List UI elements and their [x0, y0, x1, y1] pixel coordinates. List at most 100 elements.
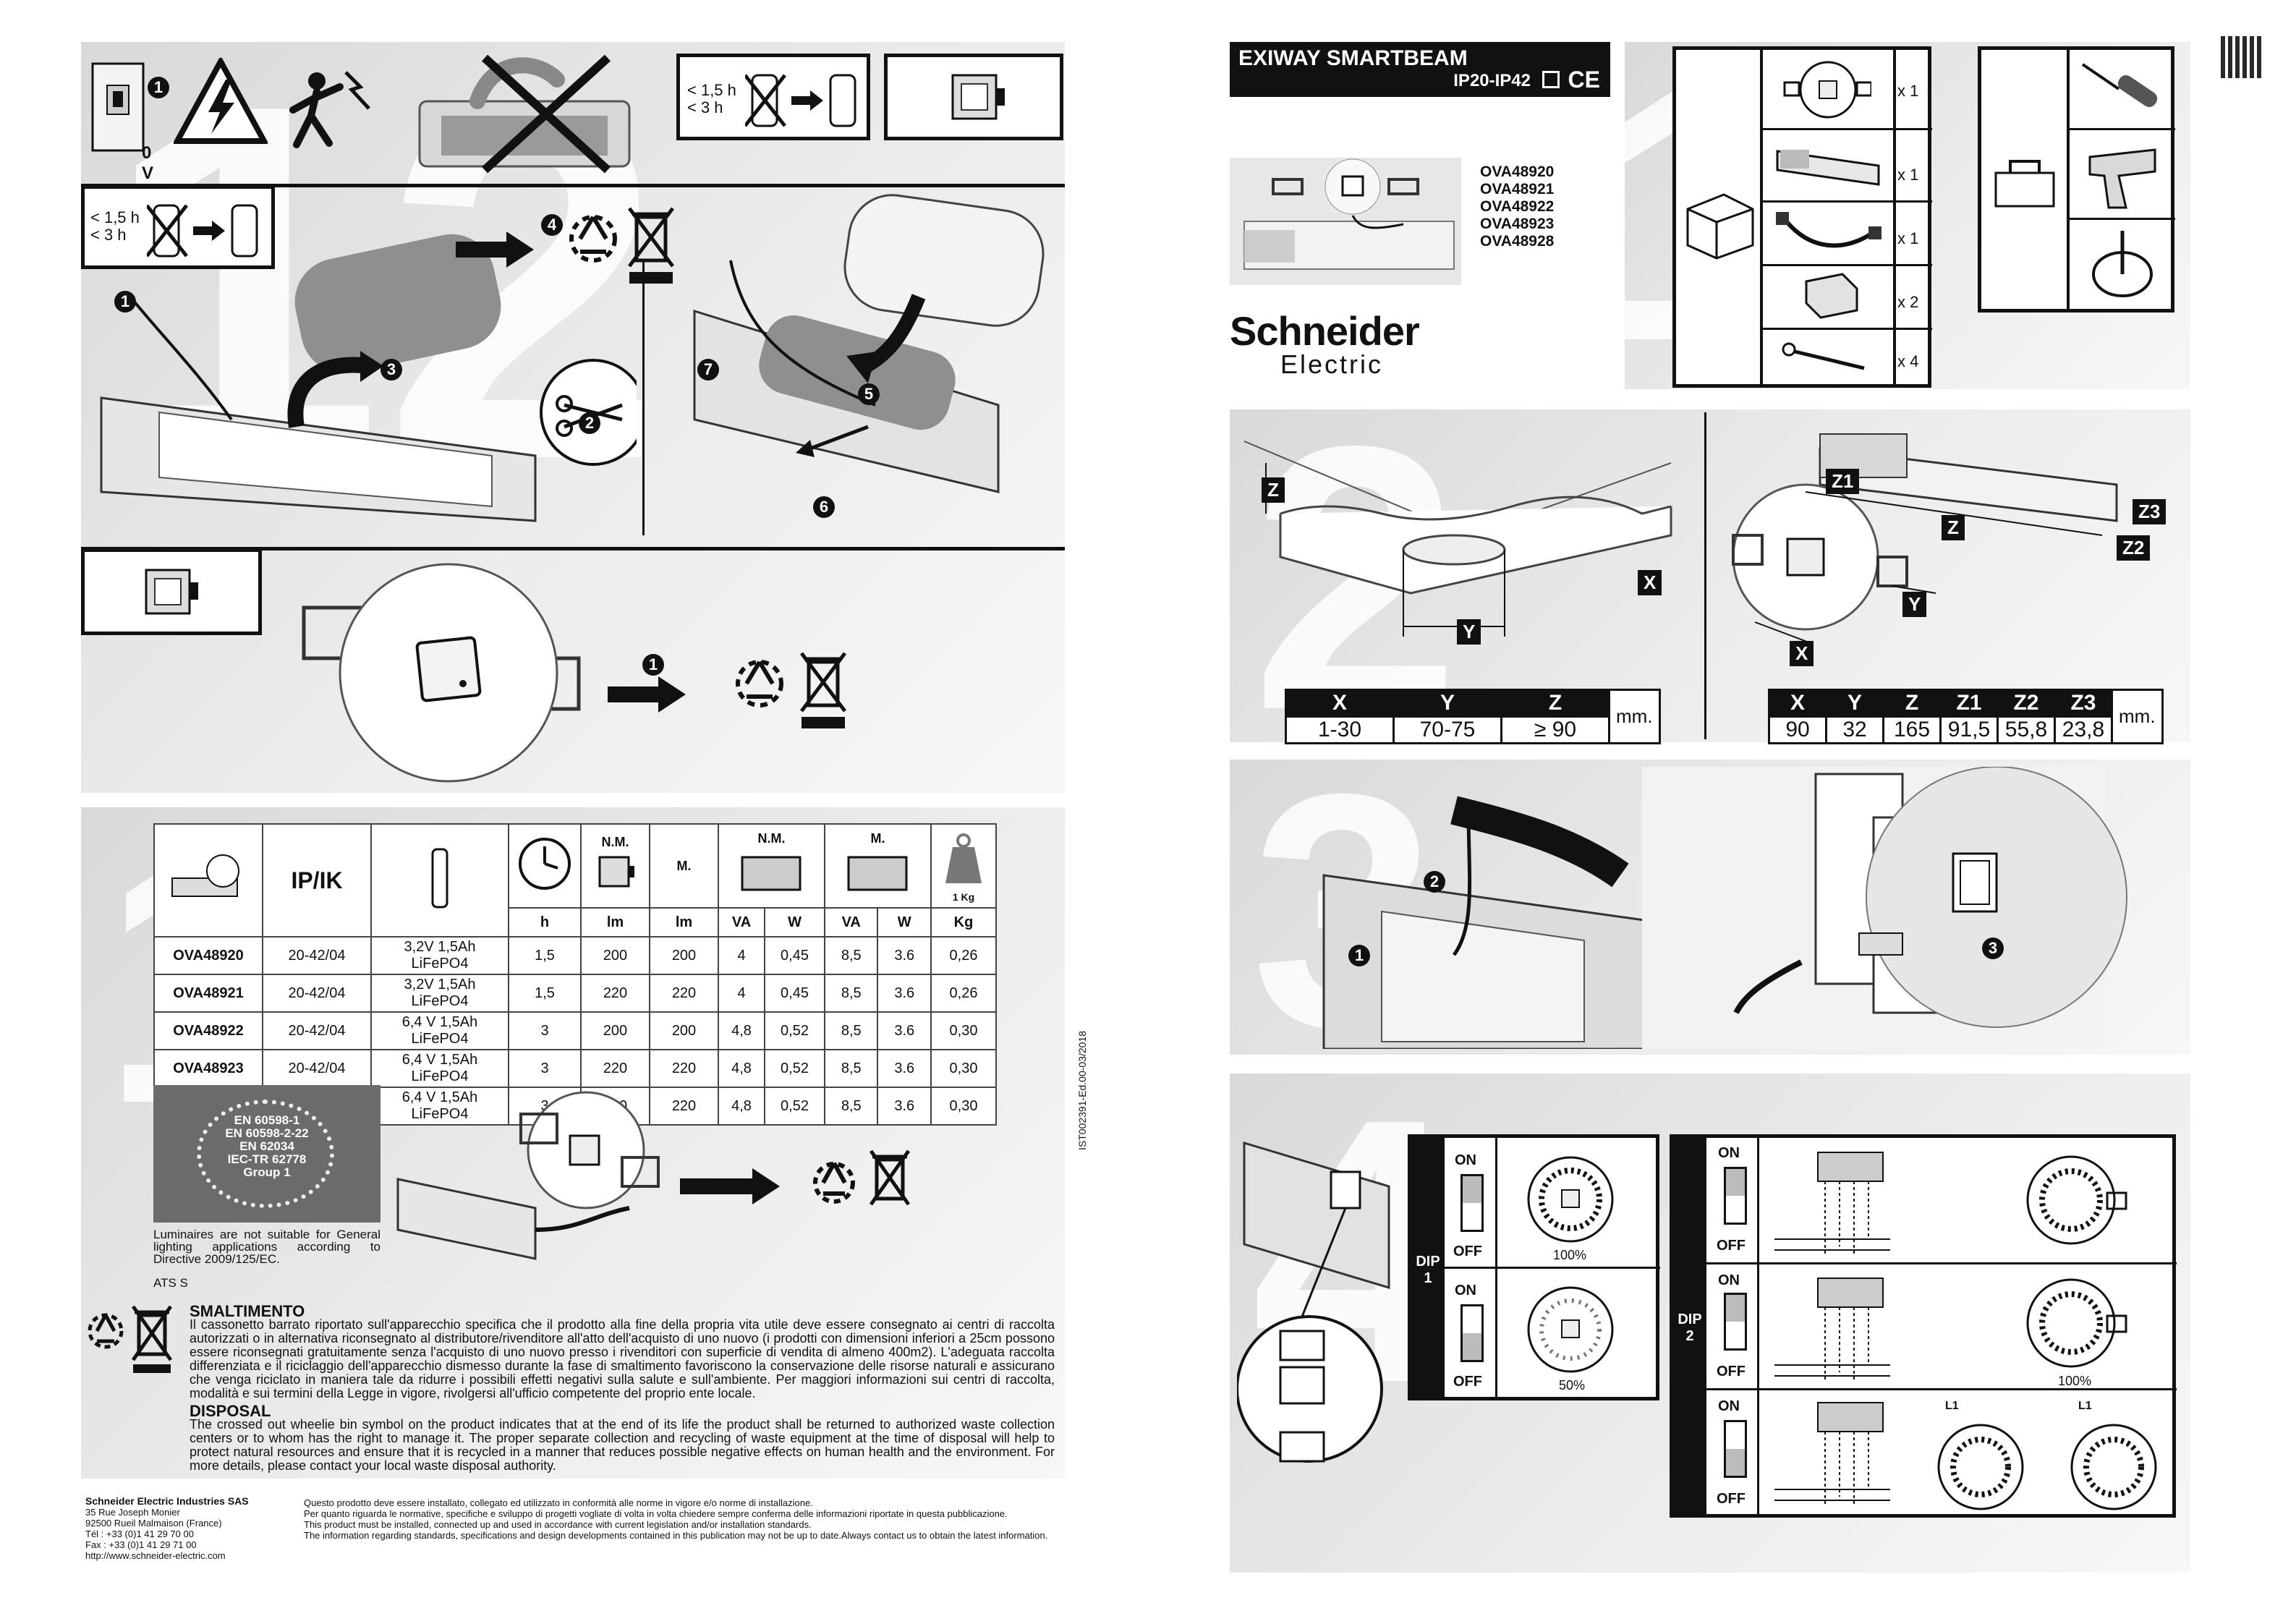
- recycle-icon-4: [88, 1313, 124, 1349]
- dip1-switch-1[interactable]: [1460, 1174, 1484, 1232]
- spec-cell: 220: [649, 974, 719, 1013]
- weight-icon: [945, 833, 982, 883]
- unit-h: h: [508, 907, 582, 938]
- product-photo-graphic: [1243, 158, 1455, 270]
- spec-cell: 0,30: [930, 1049, 997, 1088]
- spec-cell: 220: [649, 1087, 719, 1126]
- disposal-en-text: The crossed out wheelie bin symbol on th…: [190, 1417, 1055, 1473]
- l1-label-2: L1: [2078, 1400, 2092, 1412]
- weee-bin-icon-2: [800, 652, 846, 728]
- dim-header-z3: Z3: [2054, 689, 2113, 718]
- recycle-icon: [569, 215, 617, 263]
- dim-tag-y-2: Y: [1902, 592, 1927, 617]
- dip1-switch-2[interactable]: [1460, 1304, 1484, 1362]
- battery-icon: [431, 848, 448, 909]
- ceiling-cutout-diagram: [1243, 441, 1672, 637]
- spec-cell: 8,5: [823, 974, 879, 1013]
- dip2-switch-1[interactable]: [1724, 1167, 1747, 1225]
- spec-cell: 6,4 V 1,5Ah LiFePO4: [370, 1087, 509, 1126]
- document-code: IST002391-Ed.00-03/2018: [1076, 1030, 1088, 1150]
- light-100-icon-2: [2026, 1155, 2127, 1245]
- spec-cell: 3.6: [877, 1011, 932, 1050]
- do-not-open-icon: [418, 54, 631, 174]
- step-7-badge: 7: [697, 359, 719, 381]
- dim-value-z: 165: [1882, 715, 1942, 744]
- high-voltage-warning-icon: [174, 58, 268, 144]
- wiring-step-3: 3: [1982, 938, 2004, 959]
- va-nm-label: N.M.: [757, 830, 786, 846]
- dip1-sidebar: [1411, 1138, 1445, 1397]
- divider-2: [81, 547, 1065, 550]
- dim-header-z: Z: [1882, 689, 1942, 718]
- zero-volt-label: 0 V: [142, 143, 154, 183]
- kit-item-cable-icon: [1776, 212, 1882, 248]
- battery-time-1: < 1,5 h: [687, 81, 736, 99]
- ceil-h-x: X: [1285, 689, 1395, 718]
- dip2-on-2: ON: [1718, 1272, 1740, 1288]
- step-4-badge: 4: [541, 214, 563, 236]
- dip2-on-1: ON: [1718, 1145, 1740, 1161]
- step-5-badge: 5: [858, 383, 880, 405]
- kit-contents-box: x 1 x 1 x 1 x 2 x 4: [1672, 46, 1932, 388]
- address-line-2: 92500 Rueil Malmaison (France): [85, 1518, 222, 1529]
- spec-cell: 1,5: [508, 936, 582, 975]
- battery-time-2b: < 3 h: [90, 226, 127, 244]
- test-button-box-top: [884, 54, 1063, 140]
- model-cell: OVA48921: [153, 974, 263, 1013]
- spec-cell: 4: [717, 936, 766, 975]
- kit-qty-5: x 4: [1897, 352, 1919, 370]
- spec-cell: 0,30: [930, 1087, 997, 1126]
- dim-tag-z2: Z2: [2117, 535, 2151, 561]
- product-icon-cell: [153, 823, 263, 938]
- wiring-diagram-3: [1774, 1402, 1890, 1504]
- lm-m-label: M.: [676, 858, 692, 873]
- step-1-badge-b: 1: [642, 654, 664, 676]
- spec-cell: 4: [717, 974, 766, 1013]
- dim-value-x: 90: [1768, 715, 1827, 744]
- model-2: OVA48921: [1480, 181, 1555, 197]
- step-2-badge: 2: [579, 412, 600, 434]
- test-button-box-left: [81, 548, 262, 635]
- weight-header: 1 Kg: [930, 823, 997, 909]
- spec-cell: 0,45: [764, 974, 825, 1013]
- model-list: OVA48920 OVA48921 OVA48922 OVA48923 OVA4…: [1480, 163, 1554, 250]
- spec-cell: 3.6: [877, 1049, 932, 1088]
- ce-standards-box: EN 60598-1 EN 60598-2-22 EN 62034 IEC-TR…: [153, 1085, 380, 1223]
- kit-item-disc-icon: [1783, 61, 1871, 119]
- spec-cell: 20-42/04: [262, 974, 372, 1013]
- test-button-icon-2: [145, 569, 198, 615]
- kit-qty-1: x 1: [1897, 82, 1919, 100]
- spec-cell: 3.6: [877, 936, 932, 975]
- test-button-icon: [951, 74, 1005, 120]
- protection-rating: IP20-IP42: [1453, 71, 1531, 90]
- dip1-on-1: ON: [1455, 1152, 1476, 1168]
- dip2-off-3: OFF: [1717, 1491, 1746, 1507]
- dim-value-z3: 23,8: [2054, 715, 2113, 744]
- dim-value-y: 32: [1825, 715, 1884, 744]
- spec-cell: 8,5: [823, 936, 879, 975]
- breaker-icon: [91, 62, 145, 152]
- divider-1: [81, 184, 1065, 187]
- nm-terminal-header: N.M.: [718, 823, 825, 909]
- spec-table-header: IP/IK N.M. M. N.M. M. 1 Kg: [153, 823, 997, 938]
- spec-cell: 8,5: [823, 1087, 879, 1126]
- spec-cell: 8,5: [823, 1011, 879, 1050]
- l1-label-1: L1: [1945, 1400, 1959, 1412]
- spec-cell: 20-42/04: [262, 936, 372, 975]
- battery-time-1b: < 1,5 h: [90, 208, 140, 226]
- dip2-switch-2[interactable]: [1724, 1293, 1747, 1351]
- dip2-switch-3[interactable]: [1724, 1420, 1747, 1478]
- divider-vertical: [642, 260, 645, 535]
- spec-cell: 4,8: [717, 1049, 766, 1088]
- ceil-v-z: ≥ 90: [1500, 715, 1610, 744]
- arrow-right-icon: [456, 231, 534, 268]
- spec-cell: 6,4 V 1,5Ah LiFePO4: [370, 1011, 509, 1050]
- dim-header-y: Y: [1825, 689, 1884, 718]
- spec-cell: 0,52: [764, 1087, 825, 1126]
- website-link[interactable]: http://www.schneider-electric.com: [85, 1550, 226, 1561]
- dim-tag-x: X: [1638, 570, 1662, 595]
- spec-table-units: h lm lm VA W VA W Kg: [154, 907, 997, 938]
- kit-item-driver-icon: [1776, 150, 1880, 186]
- electrocution-hazard-icon: [289, 71, 370, 148]
